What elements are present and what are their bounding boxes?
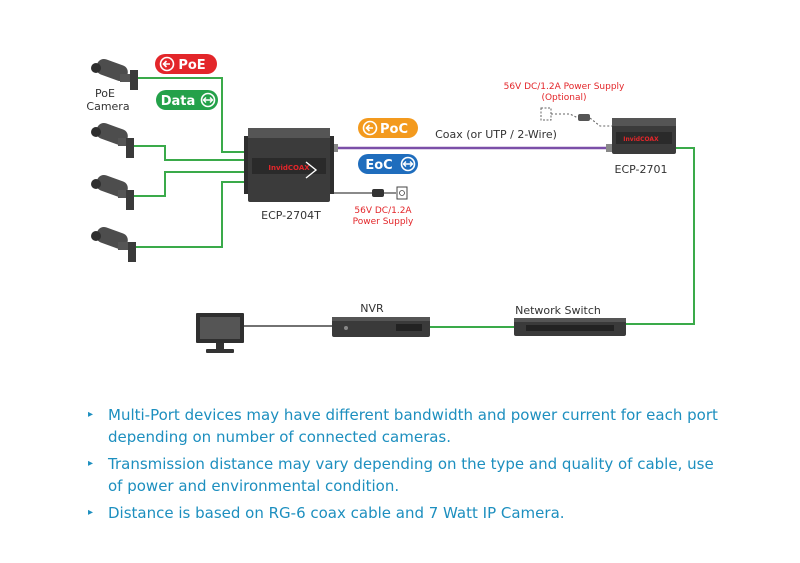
- note-item: ▸ Distance is based on RG-6 coax cable an…: [88, 502, 728, 524]
- ecp-2701-device: InvidCOAX: [612, 118, 676, 154]
- eoc-badge-label: EoC: [365, 158, 392, 173]
- coax-label: Coax (or UTP / 2-Wire): [435, 128, 557, 141]
- ps-local-label-1: 56V DC/1.2A: [354, 206, 412, 216]
- ecp-2701-label: ECP-2701: [615, 163, 668, 176]
- cable-camera-1: [138, 77, 250, 153]
- eoc-badge: EoC: [358, 154, 418, 174]
- switch-label: Network Switch: [515, 304, 601, 317]
- notes-list: ▸ Multi-Port devices may have different b…: [88, 404, 728, 529]
- cable-camera-3: [132, 171, 250, 197]
- arrow-both-icon: [202, 97, 214, 103]
- nvr-label: NVR: [360, 302, 384, 315]
- poc-badge: PoC: [358, 118, 418, 138]
- monitor-icon: [196, 313, 244, 353]
- power-outlet-icon: [396, 186, 408, 200]
- ecp-2701-brand: InvidCOAX: [623, 136, 659, 143]
- network-switch-device: [514, 318, 626, 336]
- arrow-left-icon: [365, 124, 373, 132]
- arrow-left-icon: [162, 60, 170, 68]
- ps-remote-label-1: 56V DC/1.2A Power Supply: [504, 82, 625, 92]
- ecp-2704t-brand: InvidCOAX: [268, 164, 310, 172]
- camera-icon: [91, 226, 136, 262]
- note-item: ▸ Transmission distance may vary dependin…: [88, 453, 728, 497]
- note-text: Distance is based on RG-6 coax cable and…: [108, 504, 565, 522]
- note-text: Multi-Port devices may have different ba…: [108, 406, 718, 446]
- poe-badge: PoE: [155, 54, 217, 74]
- note-text: Transmission distance may vary depending…: [108, 455, 714, 495]
- bullet-icon: ▸: [88, 458, 94, 469]
- ps-local-label-2: Power Supply: [353, 217, 414, 227]
- camera-icon: [91, 58, 138, 90]
- remote-power-supply: [540, 107, 614, 127]
- network-cables: [132, 77, 695, 328]
- poc-badge-label: PoC: [380, 122, 408, 137]
- camera-icon: [91, 174, 134, 210]
- ps-remote-label-2: (Optional): [541, 93, 586, 103]
- note-item: ▸ Multi-Port devices may have different b…: [88, 404, 728, 448]
- cable-camera-2: [132, 145, 250, 161]
- ecp-2704t-label: ECP-2704T: [261, 209, 321, 222]
- cable-camera-4: [134, 181, 250, 248]
- poe-badge-label: PoE: [178, 58, 205, 73]
- poe-camera-label-1: PoE: [95, 87, 115, 100]
- cable-ecp2701-to-switch: [626, 147, 695, 325]
- connection-diagram: PoE Camera PoE Data InvidCOAX ECP-2704T …: [86, 54, 695, 353]
- poe-camera-label-2: Camera: [86, 100, 129, 113]
- data-badge-label: Data: [161, 94, 196, 109]
- power-outlet-icon: [540, 107, 552, 121]
- local-power-supply: [334, 186, 408, 200]
- nvr-device: [332, 317, 430, 337]
- coax-connector-right: [606, 144, 614, 152]
- camera-icon: [91, 122, 134, 158]
- bullet-icon: ▸: [88, 507, 94, 518]
- bullet-icon: ▸: [88, 409, 94, 420]
- data-badge: Data: [156, 90, 218, 110]
- ecp-2704t-device: InvidCOAX: [244, 128, 334, 202]
- arrow-both-icon: [402, 161, 414, 167]
